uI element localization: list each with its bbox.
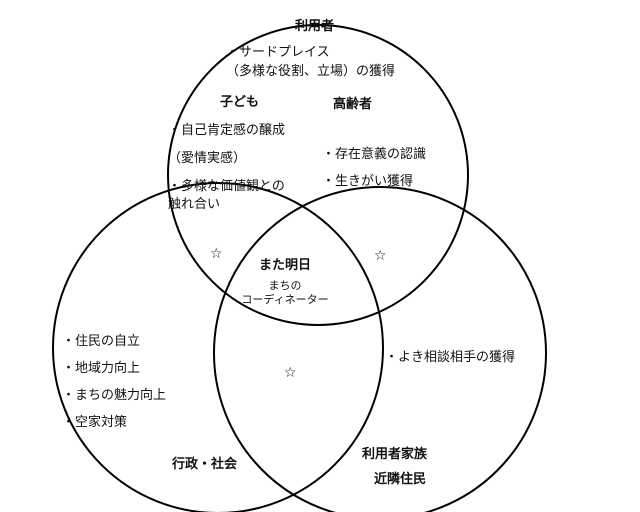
- children-line-2: （愛情実感）: [168, 151, 247, 166]
- elderly-line-2: ・生きがい獲得: [322, 174, 414, 189]
- families-title-1: 利用者家族: [362, 447, 428, 462]
- elderly-line-1: ・存在意義の認識: [322, 147, 427, 162]
- gov-line-3: ・まちの魅力向上: [62, 388, 167, 403]
- users-title: 利用者: [295, 19, 335, 34]
- center-title: また明日: [258, 258, 311, 273]
- gov-line-2: ・地域力向上: [62, 361, 141, 376]
- users-bullet-1: ・サードプレイス: [226, 45, 330, 60]
- center-sub-2: コーディネーター: [241, 293, 329, 306]
- children-line-3: ・多様な価値観との: [168, 179, 285, 194]
- users-bullet-2: （多様な役割、立場）の獲得: [226, 64, 396, 79]
- gov-title: 行政・社会: [172, 457, 238, 472]
- gov-line-4: ・空家対策: [62, 415, 128, 430]
- children-line-4: 触れ合い: [168, 197, 221, 212]
- circle-right-families: [213, 186, 547, 512]
- children-heading: 子ども: [220, 95, 260, 110]
- star-top-right-overlap: ☆: [374, 248, 387, 264]
- families-line-1: ・よき相談相手の獲得: [385, 350, 516, 365]
- star-left-right-overlap: ☆: [284, 365, 297, 381]
- center-sub-1: まちの: [268, 279, 302, 292]
- families-title-2: 近隣住民: [374, 472, 427, 487]
- circle-top-users: [167, 24, 469, 326]
- elderly-heading: 高齢者: [333, 97, 373, 112]
- circle-left-government: [52, 182, 384, 512]
- children-line-1: ・自己肯定感の醸成: [168, 123, 286, 138]
- star-top-left-overlap: ☆: [210, 246, 223, 262]
- gov-line-1: ・住民の自立: [62, 334, 141, 349]
